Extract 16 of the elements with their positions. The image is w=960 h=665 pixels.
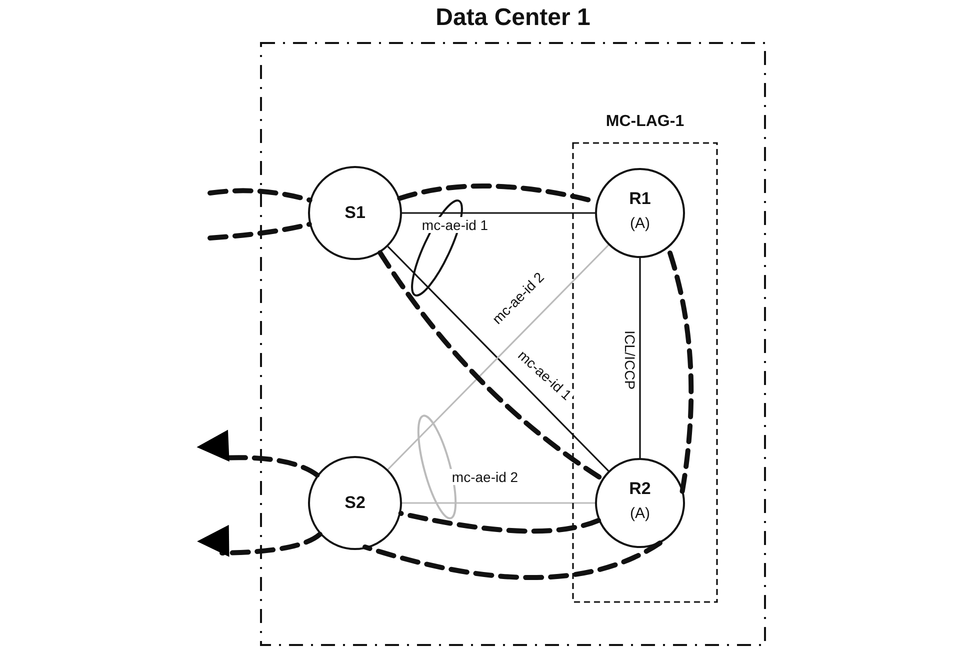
node-name: R1 — [629, 189, 651, 209]
node-name: R2 — [629, 479, 651, 499]
lag-bundle-icon — [417, 414, 457, 520]
group-heading: MC-LAG-1 — [606, 113, 684, 131]
link-line — [639, 258, 641, 458]
node-name: S1 — [344, 203, 366, 223]
traffic-flow-arrow — [196, 524, 322, 557]
node-role: (A) — [630, 215, 650, 232]
node-role: (A) — [630, 505, 650, 522]
group-heading: Data Center 1 — [436, 4, 590, 32]
traffic-flow-arrow — [196, 430, 320, 478]
edge-label: mc-ae-id 2 — [450, 469, 520, 485]
link-line — [402, 502, 595, 504]
node-name: S2 — [344, 493, 366, 513]
link-line — [402, 212, 595, 214]
edge-label: mc-ae-id 1 — [420, 217, 490, 233]
